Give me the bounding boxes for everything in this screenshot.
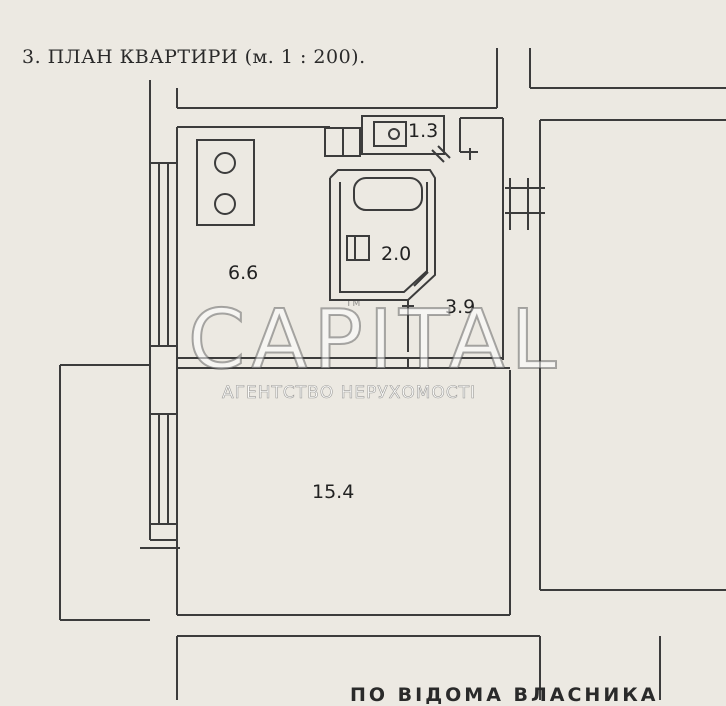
wc-room — [324, 115, 478, 163]
bathroom-room — [329, 169, 436, 352]
window-kitchen — [149, 162, 178, 347]
room-area-living-room: 15.4 — [312, 481, 355, 503]
building-walls — [59, 48, 726, 700]
watermark-trademark: ТМ — [346, 299, 362, 309]
room-area-kitchen: 6.6 — [228, 262, 259, 284]
watermark-brand: CAPITAL — [187, 293, 563, 388]
footer-note: ПО ВІДОМА ВЛАСНИКА — [350, 684, 659, 706]
room-area-hallway: 3.9 — [445, 296, 476, 318]
room-area-wc: 1.3 — [408, 120, 439, 142]
entry-marks — [140, 178, 545, 549]
plan-title: 3. ПЛАН КВАРТИРИ (м. 1 : 200). — [22, 46, 366, 68]
room-area-bathroom: 2.0 — [381, 243, 412, 265]
watermark-tagline: АГЕНТСТВО НЕРУХОМОСТІ — [222, 383, 477, 404]
window-living-room — [149, 413, 178, 525]
stove — [196, 139, 255, 226]
